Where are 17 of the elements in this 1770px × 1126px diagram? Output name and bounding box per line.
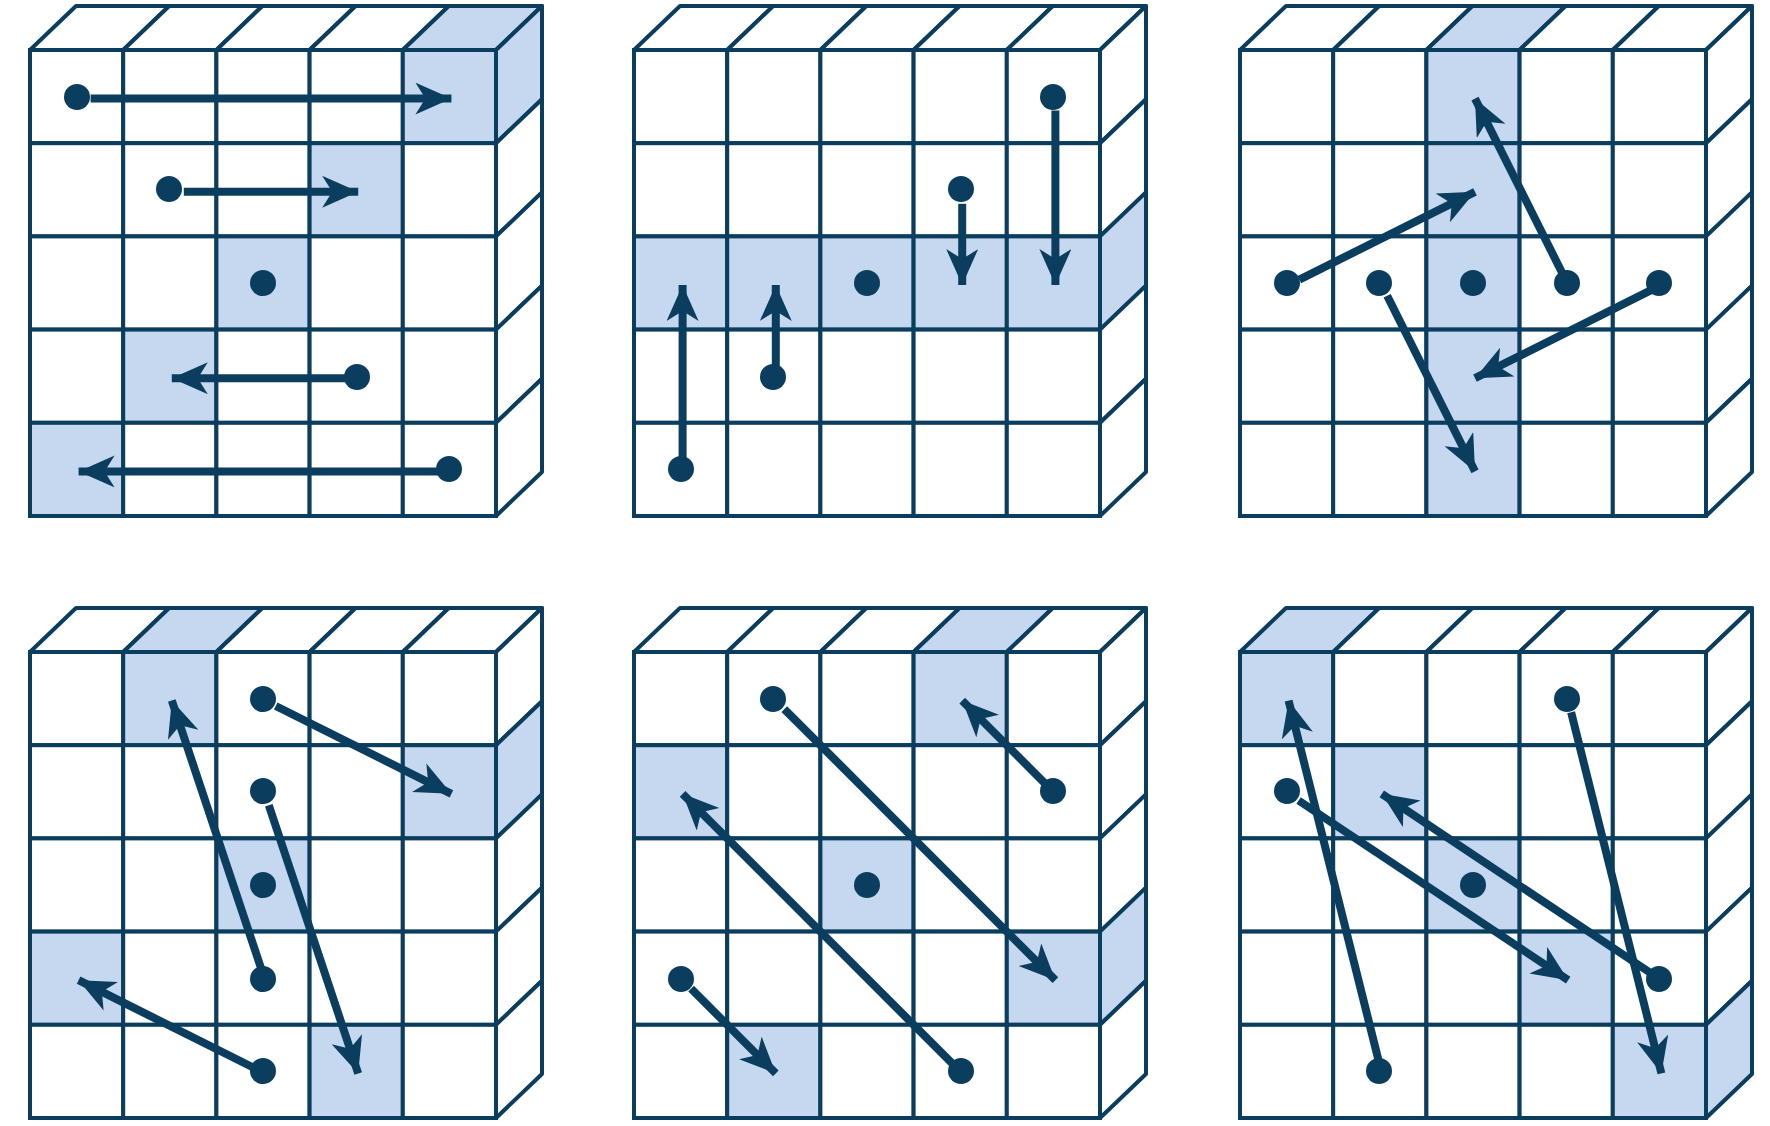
arrow [1383,293,1479,474]
arrow [1471,96,1567,277]
arrow [183,175,359,208]
arrow [946,203,979,285]
arrow [1567,711,1669,1075]
arrow [76,976,257,1072]
arrow [759,285,792,367]
arrow [1379,790,1654,977]
arrow [90,82,452,115]
arrow [1296,797,1571,984]
arrow [1039,110,1072,285]
arrow [959,697,1050,789]
arrow [78,455,440,488]
arrow [1281,699,1383,1063]
arrow [666,285,699,460]
arrow [171,362,347,395]
arrow [168,699,265,971]
